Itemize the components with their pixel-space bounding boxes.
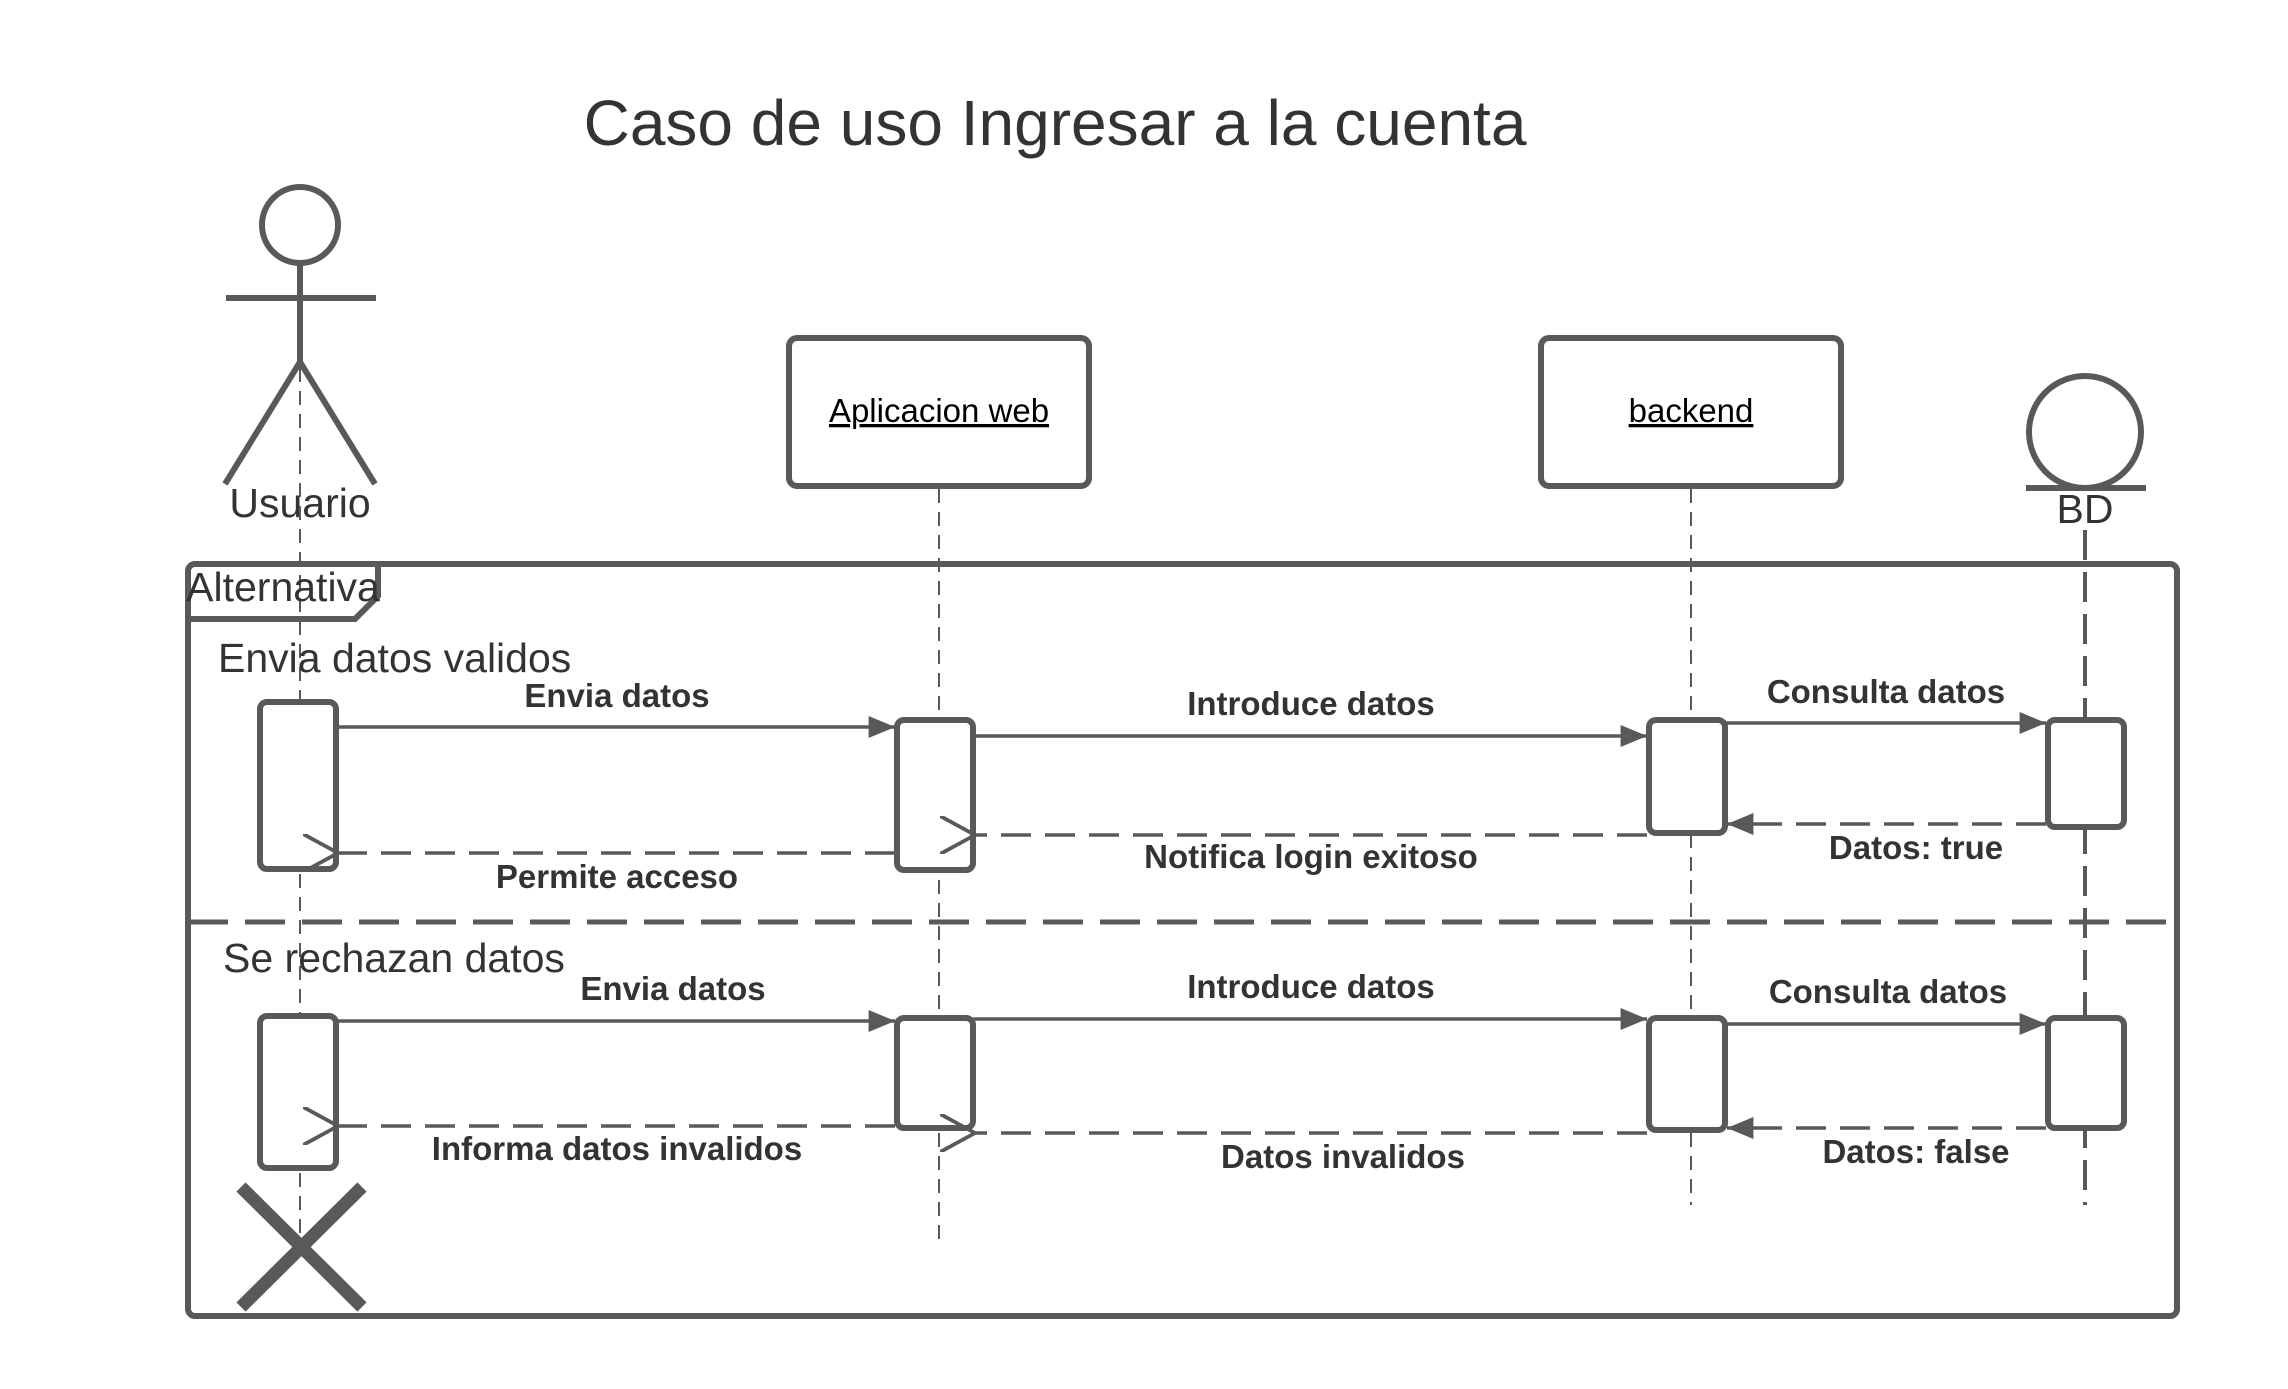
activation-aplicacion-web xyxy=(894,1015,976,1131)
message-label: Envia datos xyxy=(580,970,765,1007)
lifelines xyxy=(299,368,2087,1240)
message-label: Introduce datos xyxy=(1187,968,1435,1005)
actor-usuario: Usuario xyxy=(222,184,378,526)
messages-operand-1: Envia datos Introduce datos Consulta dat… xyxy=(336,673,2046,895)
entity-icon xyxy=(2026,373,2144,491)
participant-label: Aplicacion web xyxy=(829,392,1049,429)
message-label: Informa datos invalidos xyxy=(432,1130,802,1167)
message-label: Permite acceso xyxy=(496,858,738,895)
entity-label: BD xyxy=(2057,486,2114,532)
activation-bd xyxy=(2045,717,2127,830)
fragment-operator: Alternativa xyxy=(186,564,380,610)
message-label: Consulta datos xyxy=(1767,673,2005,710)
participant-label: backend xyxy=(1629,392,1754,429)
activation-aplicacion-web xyxy=(894,717,976,873)
stick-figure-icon xyxy=(222,184,378,486)
message-label: Consulta datos xyxy=(1769,973,2007,1010)
participant-backend: backend xyxy=(1538,335,1844,489)
message-label: Introduce datos xyxy=(1187,685,1435,722)
message-label: Notifica login exitoso xyxy=(1144,838,1478,875)
message-label: Datos: true xyxy=(1829,829,2003,866)
activation-backend xyxy=(1646,717,1728,836)
activation-backend xyxy=(1646,1015,1728,1133)
messages-operand-2: Envia datos Introduce datos Consulta dat… xyxy=(336,968,2046,1175)
guard-operand-1: Envia datos validos xyxy=(218,635,571,681)
guard-operand-2: Se rechazan datos xyxy=(223,935,565,981)
destroy-x-icon xyxy=(236,1182,367,1312)
message-label: Envia datos xyxy=(524,677,709,714)
message-label: Datos invalidos xyxy=(1221,1138,1465,1175)
participant-aplicacion-web: Aplicacion web xyxy=(786,335,1092,489)
entity-bd: BD xyxy=(2026,373,2146,532)
activation-usuario xyxy=(257,699,339,872)
page-title: Caso de uso Ingresar a la cuenta xyxy=(584,87,1527,159)
message-label: Datos: false xyxy=(1822,1133,2009,1170)
activation-bd xyxy=(2045,1015,2127,1131)
activation-usuario xyxy=(257,1013,339,1171)
alt-fragment: Alternativa Envia datos validos Se recha… xyxy=(185,561,2180,1319)
